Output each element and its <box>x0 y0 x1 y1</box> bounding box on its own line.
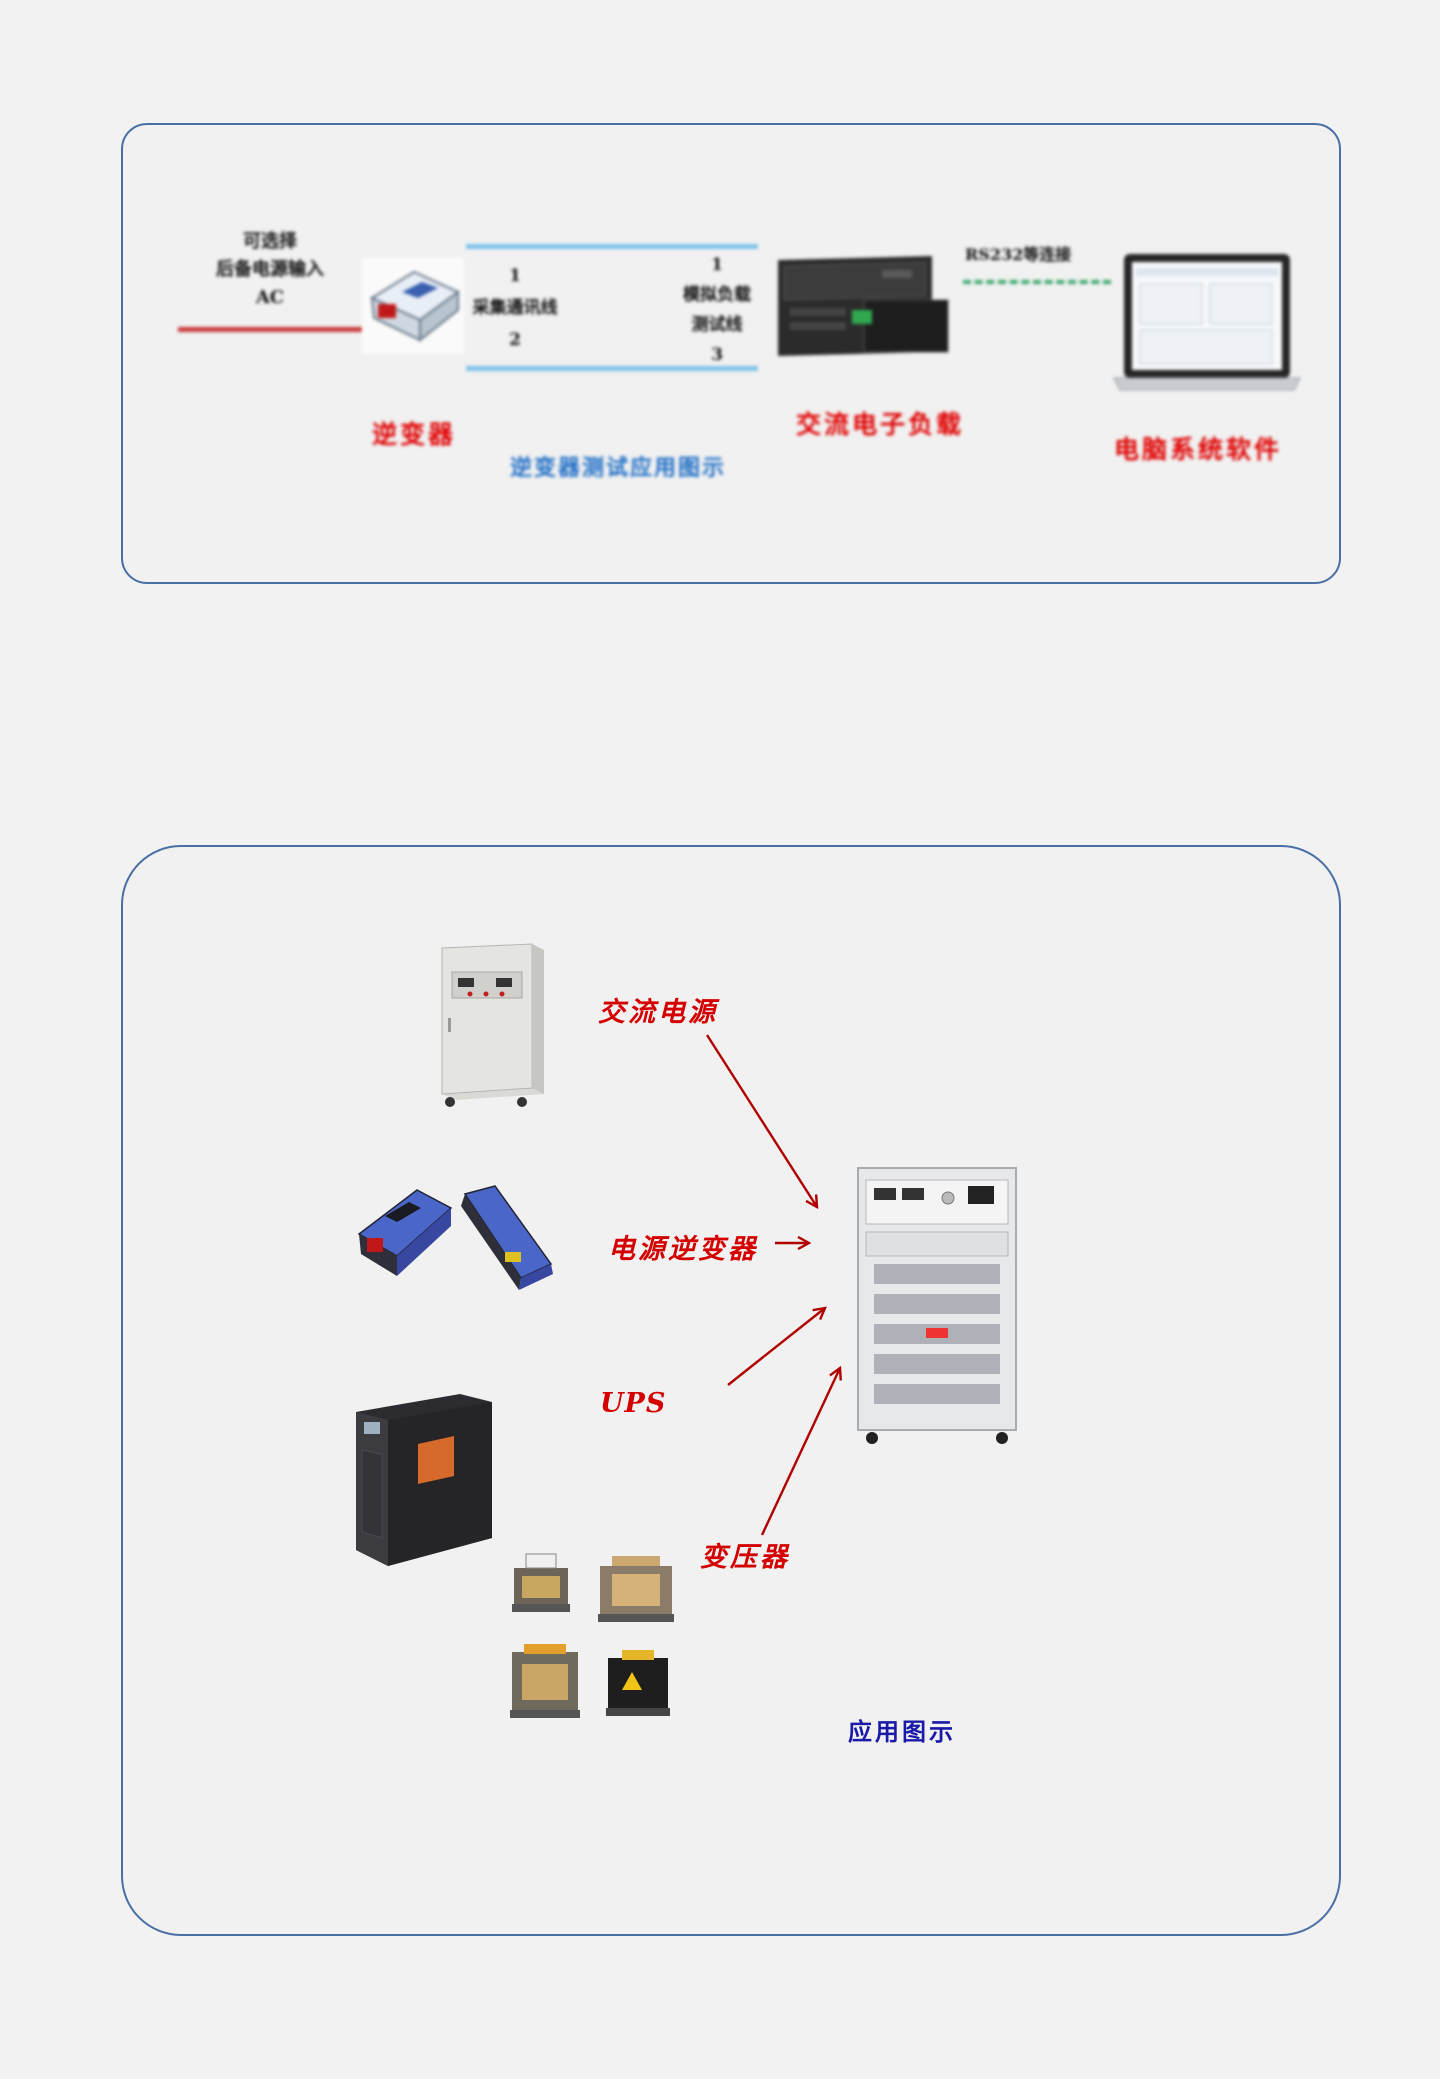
input-label-line: AC <box>255 287 285 308</box>
electronic-load-device <box>772 252 956 362</box>
application-panel <box>121 845 1341 1936</box>
link-label-left: 1 采集通讯线 2 <box>455 260 575 356</box>
pc-link-label: RS232等连接 <box>965 245 1072 264</box>
input-label-line: 可选择 <box>243 231 297 252</box>
link-label-line: 模拟负载 <box>683 285 751 305</box>
top-diagram-caption: 逆变器测试应用图示 <box>510 455 727 481</box>
ac-input-line <box>178 327 364 332</box>
ac-power-cabinet-device <box>436 938 548 1112</box>
link-label-line: 2 <box>509 330 521 350</box>
power-inverter-label: 电源逆变器 <box>608 1234 758 1265</box>
input-label-line: 后备电源输入 <box>216 259 324 280</box>
electronic-load-icon <box>778 256 949 356</box>
transformers-device <box>508 1548 688 1728</box>
ups-label: UPS <box>600 1388 667 1419</box>
link-label-line: 1 <box>509 266 521 286</box>
link-label-line: 3 <box>711 345 723 365</box>
laptop-icon <box>1113 254 1301 391</box>
link-label-line: 1 <box>711 255 723 275</box>
link-label-line: 采集通讯线 <box>472 298 558 318</box>
ups-device <box>352 1390 496 1568</box>
comm-line-top <box>466 244 758 249</box>
rs232-link-line <box>963 280 1111 284</box>
inverter-icon <box>357 1185 553 1290</box>
transformer-icon <box>510 1553 674 1718</box>
electronic-load-label: 交流电子负载 <box>796 410 965 439</box>
link-label-right: 1 模拟负载 测试线 3 <box>662 250 772 370</box>
comm-line-bottom <box>466 366 758 371</box>
link-label-line: 测试线 <box>691 315 743 335</box>
power-inverters-device <box>355 1180 573 1296</box>
electronic-load-icon <box>857 1167 1017 1444</box>
pc-software-label: 电脑系统软件 <box>1114 435 1283 464</box>
ups-icon <box>356 1394 492 1566</box>
application-caption: 应用图示 <box>848 1717 956 1746</box>
electronic-load-cabinet <box>852 1164 1022 1446</box>
input-label: 可选择 后备电源输入 AC <box>205 228 335 312</box>
inverter-label: 逆变器 <box>372 420 457 449</box>
ac-power-cabinet-icon <box>441 943 544 1107</box>
transformer-label: 变压器 <box>700 1542 790 1573</box>
inverter-device <box>362 258 464 354</box>
laptop-device <box>1112 250 1302 396</box>
ac-source-label: 交流电源 <box>598 997 718 1028</box>
inverter-icon <box>369 270 460 343</box>
